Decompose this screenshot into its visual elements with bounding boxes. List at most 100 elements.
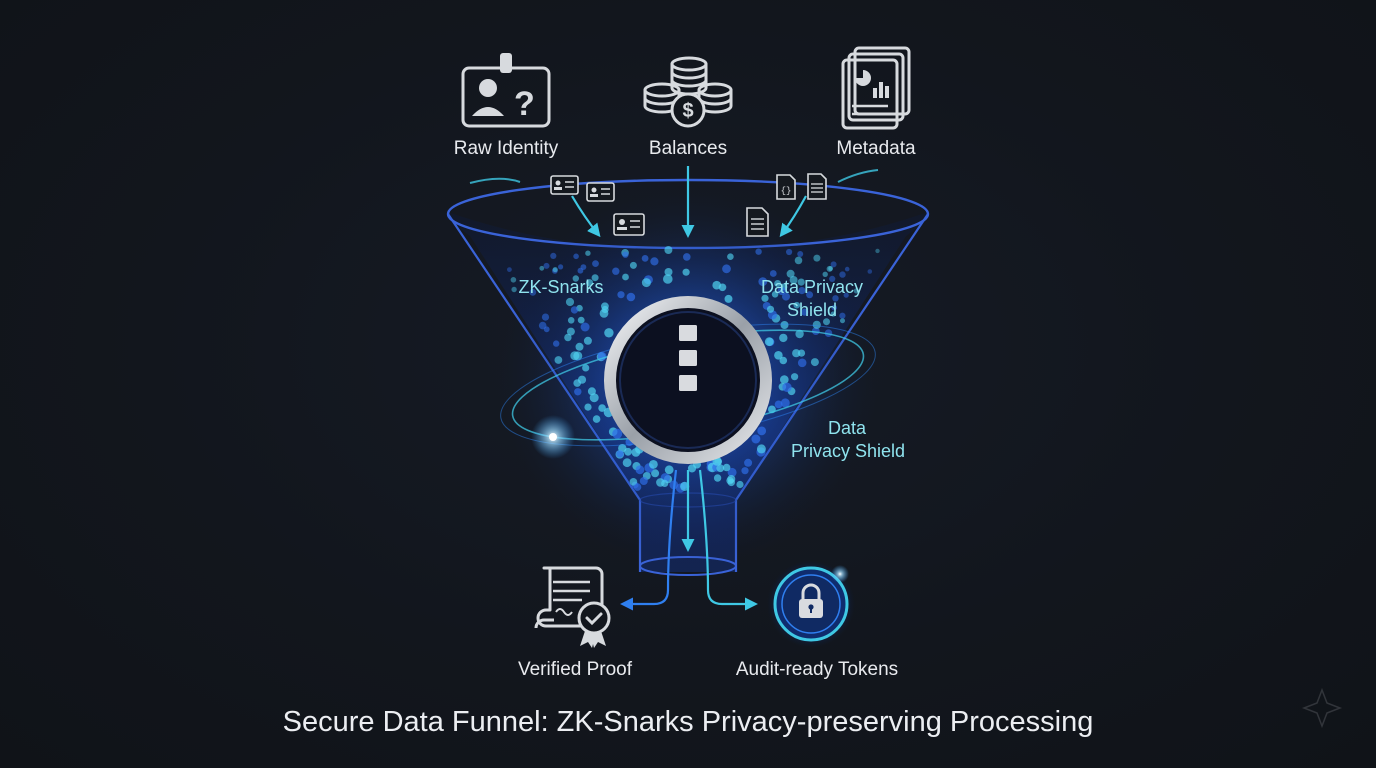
particle — [840, 318, 845, 324]
particle — [552, 267, 558, 273]
particle — [507, 267, 512, 272]
particle — [639, 477, 648, 485]
particle — [867, 269, 873, 274]
particle — [844, 266, 850, 272]
particle — [769, 270, 777, 277]
particle — [612, 428, 623, 439]
particle — [755, 248, 762, 255]
particle — [592, 415, 601, 423]
coin-stack-icon: $ — [643, 56, 733, 128]
particle — [663, 274, 673, 284]
particle — [795, 329, 804, 339]
particle — [839, 312, 846, 319]
particle — [511, 286, 517, 293]
particle — [687, 464, 697, 473]
particle — [797, 251, 804, 257]
sparkle-watermark-icon — [1301, 687, 1343, 729]
small-id-card-icon — [586, 182, 615, 202]
svg-text:$: $ — [682, 100, 693, 122]
particle — [823, 318, 830, 326]
particle — [656, 478, 665, 487]
particle — [649, 460, 658, 469]
particle — [616, 450, 624, 458]
particle — [722, 264, 731, 274]
particle — [727, 475, 736, 483]
particle — [758, 277, 768, 286]
particle — [736, 480, 744, 489]
particle — [587, 387, 596, 396]
particle — [617, 291, 625, 299]
particle — [580, 264, 587, 270]
balances-label: Balances — [649, 138, 727, 159]
particle — [664, 465, 674, 475]
particle — [582, 364, 590, 372]
particle — [641, 255, 649, 262]
particle — [839, 271, 846, 278]
particle — [780, 398, 790, 408]
particle — [626, 292, 636, 302]
particle — [622, 251, 629, 258]
particle — [789, 276, 798, 284]
particle — [812, 320, 821, 329]
particle — [828, 266, 833, 271]
particle — [583, 336, 592, 345]
particle — [554, 356, 563, 364]
particle — [794, 256, 803, 265]
particle — [664, 246, 673, 254]
particle — [566, 327, 575, 336]
particle — [751, 434, 761, 444]
particle — [774, 351, 783, 360]
particle — [766, 305, 775, 313]
data-privacy-shield-label-line2: Shield — [787, 300, 837, 320]
small-document-icon — [807, 173, 827, 200]
particle — [822, 271, 828, 277]
particle — [622, 273, 629, 281]
particle — [584, 403, 592, 411]
particle — [713, 474, 722, 482]
particle — [831, 304, 837, 311]
small-code-file-icon: {} — [776, 174, 796, 200]
particle — [793, 301, 801, 309]
particle — [779, 333, 788, 343]
particle — [777, 286, 786, 296]
particle — [813, 254, 821, 262]
particle — [612, 267, 620, 275]
particle — [580, 322, 590, 332]
small-id-card-icon — [550, 175, 579, 195]
particle — [541, 313, 550, 321]
particle — [543, 326, 550, 333]
particle — [641, 278, 651, 288]
particle — [718, 283, 727, 292]
padlock-icon — [767, 560, 855, 648]
particle — [574, 388, 582, 396]
particle — [629, 261, 637, 269]
small-document-icon — [746, 207, 769, 237]
particle — [589, 393, 599, 403]
particle — [558, 264, 564, 270]
particle — [832, 295, 839, 302]
particle — [801, 308, 809, 316]
particle — [510, 277, 517, 283]
particle — [782, 382, 792, 392]
particle — [565, 297, 575, 307]
particle — [806, 291, 814, 299]
raw-identity-label: Raw Identity — [454, 138, 559, 159]
id-card-question-icon: ? — [461, 53, 551, 128]
particle — [564, 333, 572, 342]
particle — [598, 404, 606, 412]
particle — [664, 268, 673, 276]
particle — [797, 349, 806, 357]
svg-text:{}: {} — [781, 186, 792, 196]
particle — [575, 342, 584, 351]
particle-field — [507, 246, 880, 493]
particle — [791, 373, 799, 381]
particle — [651, 469, 660, 478]
particle — [573, 351, 583, 361]
particle — [741, 467, 749, 475]
particle — [592, 260, 599, 267]
particle — [797, 278, 805, 286]
data-privacy-shield-label-line1: Data Privacy — [761, 277, 863, 297]
particle — [635, 465, 645, 475]
particle — [756, 444, 766, 454]
